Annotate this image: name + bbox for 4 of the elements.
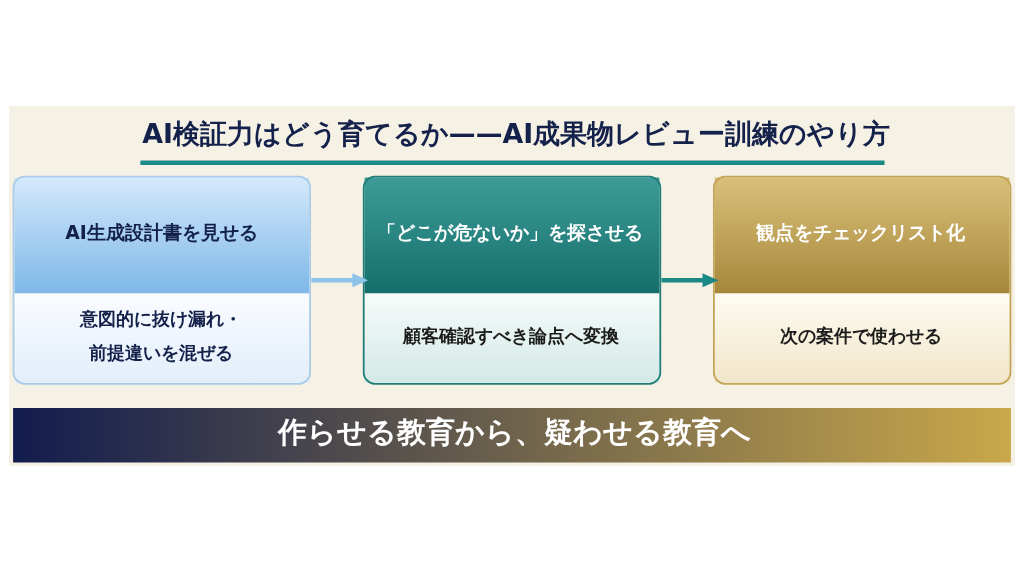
arrow <box>311 273 369 288</box>
node-box: 作らせる教育から、疑わせる教育へ <box>13 407 1011 463</box>
arrow <box>661 273 719 288</box>
diagram-title: AI検証力はどう育てるか——AI成果物レビュー訓練のやり方 <box>142 117 891 149</box>
